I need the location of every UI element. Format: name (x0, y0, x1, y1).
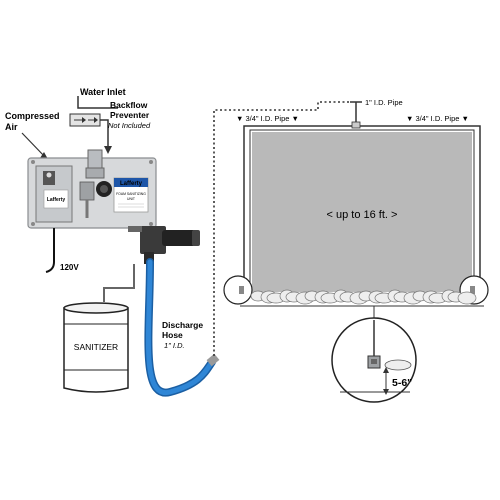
sanitizer-drum (63, 302, 129, 393)
door-panel (252, 132, 472, 292)
control-panel: Lafferty Lafferty FOAM SANITIZING UNIT (27, 149, 157, 229)
water-inlet-piping (69, 96, 118, 154)
right-pipe-label: ▼ 3/4" I.D. Pipe ▼ (406, 114, 469, 123)
header-pipe (243, 125, 481, 292)
span-label: < up to 16 ft. > (327, 209, 398, 221)
discharge-hose-label-line-2: Hose (162, 330, 183, 340)
top-pipe-label: 1" I.D. Pipe (365, 98, 403, 107)
backflow-label-line-1: Backflow (110, 100, 148, 110)
compressed-air-label-line-1: Compressed (5, 111, 60, 121)
backflow-note: Not Included (108, 121, 151, 130)
compressed-air-label-line-2: Air (5, 122, 18, 132)
nozzle-magnifier (331, 306, 417, 403)
compressed-air-arrow (21, 132, 49, 161)
left-pipe-label: ▼ 3/4" I.D. Pipe ▼ (236, 114, 299, 123)
nozzle-height-label: 5-6" (392, 377, 412, 389)
foam-bubble (457, 291, 477, 305)
power-cord (45, 228, 55, 273)
doorway (223, 101, 489, 307)
unit-label-line-1: FOAM SANITIZING (116, 192, 146, 196)
foam-curtain (250, 289, 477, 305)
backflow-label-line-2: Preventer (110, 110, 150, 120)
discharge-pump (128, 226, 200, 264)
unit-label-brand: Lafferty (120, 181, 143, 187)
inlet-valve (87, 149, 103, 171)
water-inlet-label: Water Inlet (80, 87, 126, 97)
brand-label-text: Lafferty (47, 197, 66, 203)
nozzle-detail-left (223, 275, 253, 305)
suction-line (103, 264, 135, 302)
voltage-label: 120V (60, 263, 79, 272)
unit-label-line-2: UNIT (127, 197, 135, 201)
discharge-hose-label-line-1: Discharge (162, 320, 203, 330)
supply-line-dotted (213, 101, 350, 356)
brand-label (43, 189, 69, 209)
switch-icon (43, 171, 55, 185)
sanitizer-label: SANITIZER (74, 342, 118, 352)
discharge-hose (144, 258, 220, 397)
discharge-hose-size: 1" I.D. (164, 341, 185, 350)
